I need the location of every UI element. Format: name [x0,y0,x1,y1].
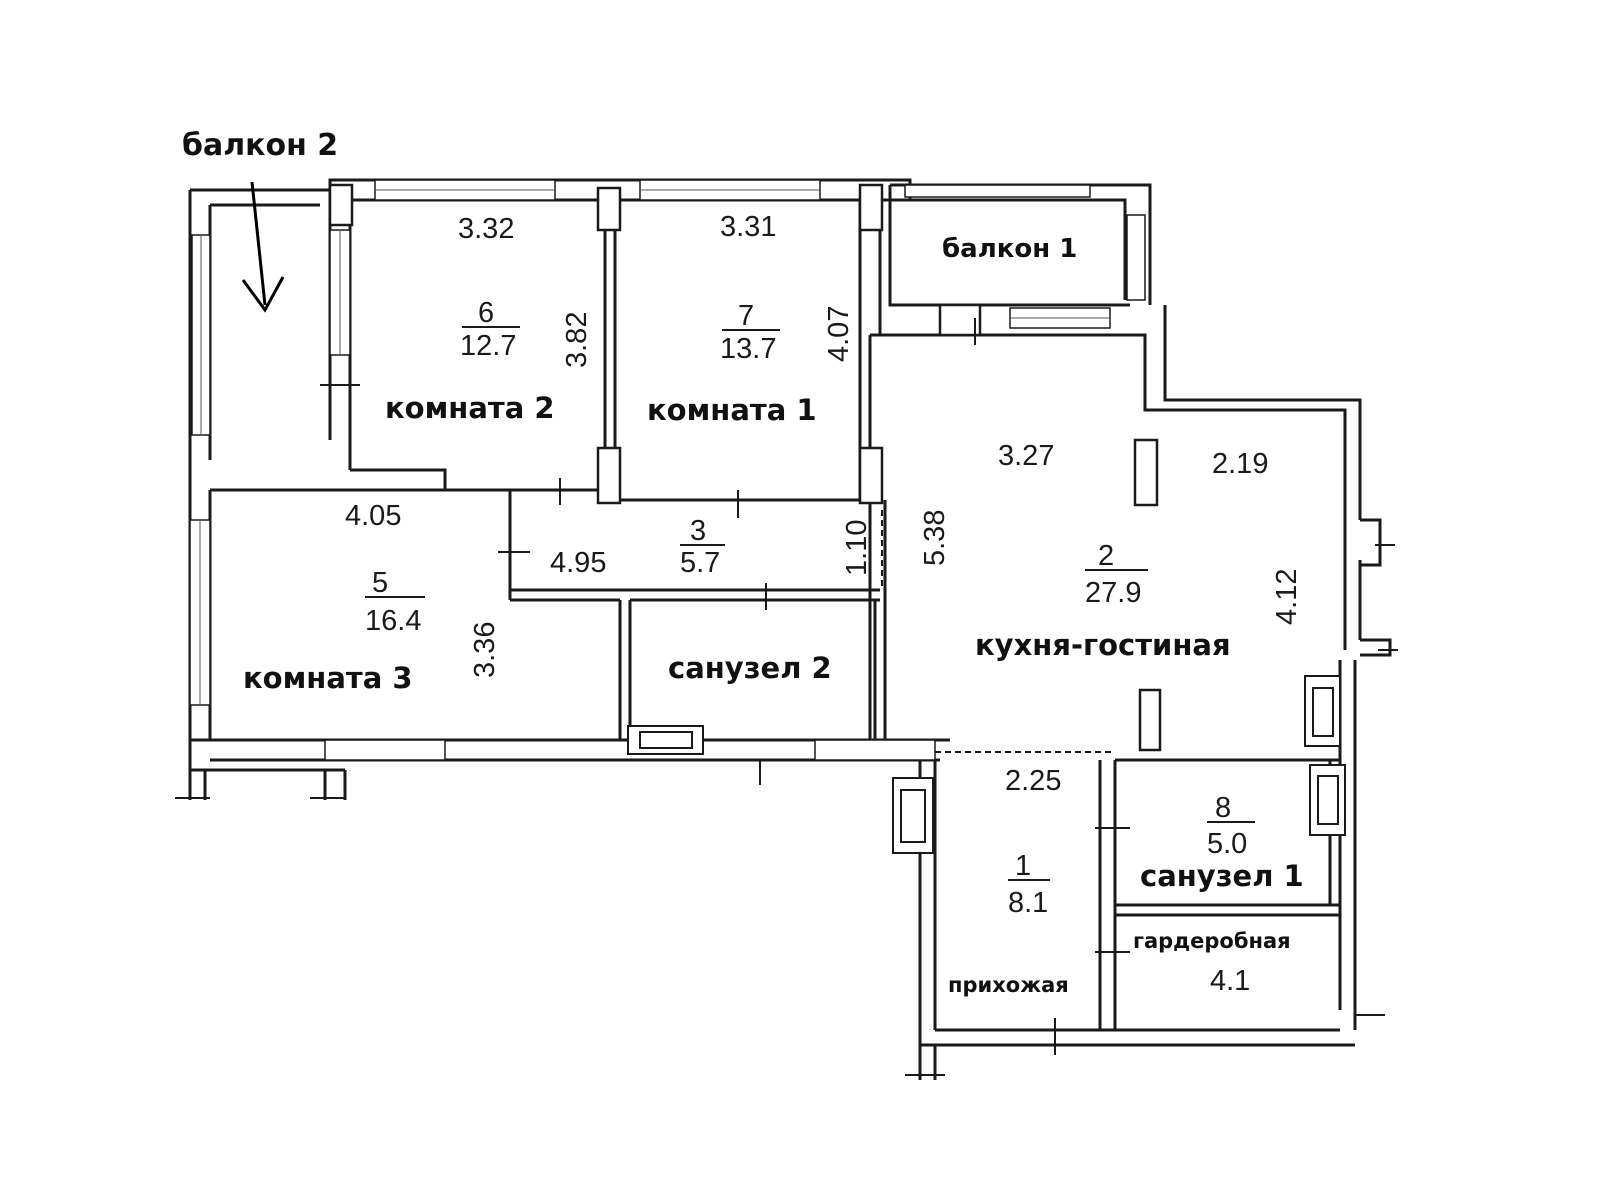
wardrobe-label: гардеробная [1133,929,1291,953]
dim-room2-height: 3.82 [561,312,593,368]
room1-label: комната 1 [647,393,817,427]
room5-area: 16.4 [365,605,421,637]
room3-number: 3 [690,515,706,547]
dim-room1-width: 3.31 [720,211,776,243]
room8-number: 8 [1215,792,1231,824]
room5-number: 5 [372,567,388,599]
hall-label: прихожая [948,973,1069,997]
room2-number: 2 [1098,540,1114,572]
bath1-label: санузел 1 [1140,859,1304,893]
room7-area: 13.7 [720,333,776,365]
room6-number: 6 [478,297,494,329]
dim-kitchen-height: 5.38 [919,510,951,566]
pillars [328,183,1162,752]
window-balcony1 [904,184,1091,198]
windows [189,179,1146,761]
room3-label: комната 3 [243,661,413,695]
dim-kitchen-width2: 2.19 [1212,448,1268,480]
wardrobe-area: 4.1 [1210,965,1250,997]
balcony1-label: балкон 1 [942,234,1077,264]
dim-kitchen-width1: 3.27 [998,440,1054,472]
balcony2-arrow-icon [241,181,285,313]
dim-corridor-width: 1.10 [841,520,873,576]
bath2-label: санузел 2 [668,651,832,685]
room6-area: 12.7 [460,330,516,362]
vent-shafts [627,675,1346,854]
balcony2-label: балкон 2 [182,128,338,163]
kitchen-label: кухня-гостиная [975,628,1231,662]
dim-kitchen-side: 4.12 [1271,569,1303,625]
room2-area: 27.9 [1085,577,1141,609]
room3-area: 5.7 [680,547,720,579]
dim-room1-height: 4.07 [823,306,855,362]
window-balcony1-side [1126,214,1146,301]
window-bottom-left [324,739,446,761]
room1-number: 1 [1015,850,1031,882]
dim-room3-width: 4.05 [345,500,401,532]
dim-hall-width: 2.25 [1005,765,1061,797]
window-bottom-right [814,739,936,761]
dim-room3-height: 3.36 [469,622,501,678]
room2-label: комната 2 [385,391,555,425]
room7-number: 7 [738,300,754,332]
room1-area: 8.1 [1008,887,1048,919]
dim-room2-width: 3.32 [458,213,514,245]
room8-area: 5.0 [1207,828,1247,860]
dim-corridor-length: 4.95 [550,547,606,579]
door-marks [175,318,1398,1076]
